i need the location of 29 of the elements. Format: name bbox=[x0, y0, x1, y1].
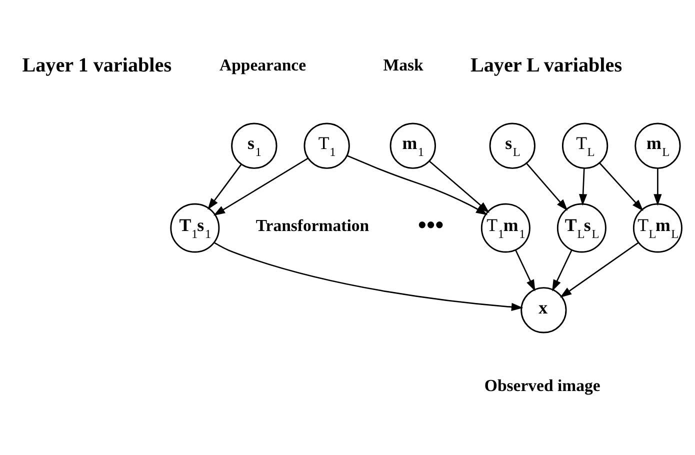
arrow bbox=[214, 242, 524, 311]
node-label: Observed image bbox=[484, 376, 600, 395]
node-circle: x bbox=[520, 286, 567, 333]
node-circle: T$_{1}$s$_{1}$ bbox=[170, 202, 220, 252]
node-circle: T$_{L}$s$_{L}$ bbox=[556, 202, 606, 252]
node-circle: T$_{1}$m$_{1}$ bbox=[480, 202, 530, 252]
arrow bbox=[654, 168, 662, 206]
arrow bbox=[515, 249, 536, 291]
arrow bbox=[560, 242, 639, 298]
arrow bbox=[429, 160, 490, 212]
node-circle: m$_{1}$ bbox=[390, 122, 436, 168]
node-circle: T$_{L}$ bbox=[562, 122, 608, 168]
label: Layer L variables bbox=[470, 54, 622, 76]
node-circle: T$_{1}$ bbox=[304, 122, 350, 168]
node-circle: s$_{L}$ bbox=[489, 122, 536, 168]
node-label: Appearance bbox=[220, 54, 306, 74]
node-circle: s$_{1}$ bbox=[231, 122, 278, 168]
arrow bbox=[552, 249, 572, 291]
arrow bbox=[599, 162, 644, 211]
arrow bbox=[213, 157, 309, 216]
arrow bbox=[208, 163, 242, 210]
label: Layer 1 variables bbox=[22, 54, 172, 76]
node-circle: T$_{L}$m$_{L}$ bbox=[632, 202, 682, 252]
node-circle: m$_{L}$ bbox=[634, 122, 681, 168]
node-label: Mask bbox=[383, 54, 424, 74]
label: ••• bbox=[418, 212, 444, 239]
arrow bbox=[526, 162, 568, 210]
node-label: Transformation bbox=[256, 215, 370, 234]
arrow bbox=[579, 168, 588, 206]
